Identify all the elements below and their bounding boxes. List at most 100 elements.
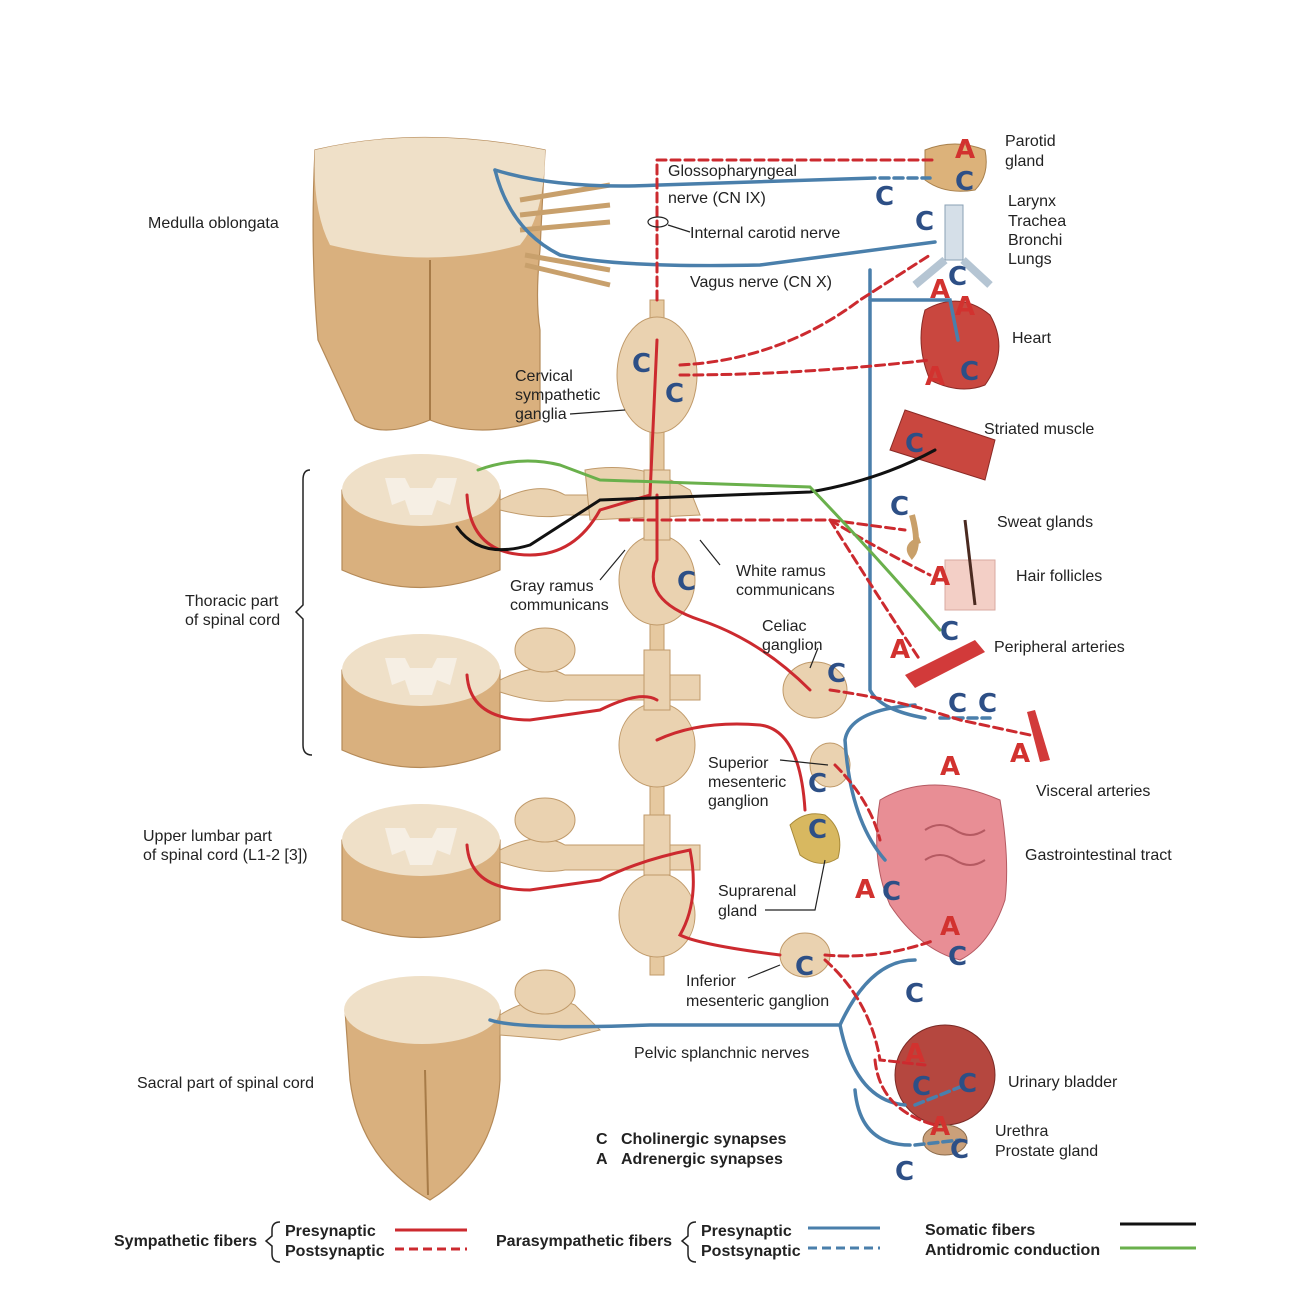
label-white-1: White ramus xyxy=(736,563,826,580)
label-striated: Striated muscle xyxy=(984,421,1094,438)
label-cervical-3: ganglia xyxy=(515,406,567,423)
synapse-a: A xyxy=(930,275,950,305)
label-celiac-2: ganglion xyxy=(762,637,823,654)
synapse-a: A xyxy=(905,1039,925,1069)
label-gi: Gastrointestinal tract xyxy=(1025,847,1172,864)
synapse-c: C xyxy=(978,689,997,719)
label-heart: Heart xyxy=(1012,330,1052,347)
label-sup-mes-3: ganglion xyxy=(708,793,769,810)
label-internal-carotid: Internal carotid nerve xyxy=(690,225,840,242)
synapse-a: A xyxy=(955,135,975,165)
label-prostate: Prostate gland xyxy=(995,1143,1098,1160)
label-inf-mes-2: mesenteric ganglion xyxy=(686,993,829,1010)
label-parotid-2: gland xyxy=(1005,153,1044,170)
synapse-c: C xyxy=(808,815,827,845)
label-lungs: Lungs xyxy=(1008,251,1052,268)
suprarenal-gland xyxy=(789,813,841,864)
label-vagus: Vagus nerve (CN X) xyxy=(690,274,832,291)
synapse-c: C xyxy=(882,877,901,907)
legend-symp-post: Postsynaptic xyxy=(285,1243,385,1260)
synapse-a: A xyxy=(925,362,945,392)
label-thoracic-2: of spinal cord xyxy=(185,612,280,629)
synapse-a: A xyxy=(1010,739,1030,769)
synapse-key: C Cholinergic synapses A Adrenergic syna… xyxy=(596,1131,786,1168)
label-gray-2: communicans xyxy=(510,597,609,614)
sympathetic-presynaptic-fibers xyxy=(465,338,812,957)
synapse-a: A xyxy=(940,752,960,782)
legend-parasympathetic: Parasympathetic fibers xyxy=(496,1233,672,1250)
somatic-fibers xyxy=(455,448,937,552)
sympathetic-postsynaptic-fibers xyxy=(618,158,1032,1127)
label-peripheral: Peripheral arteries xyxy=(994,639,1125,656)
thoracic-segment-1 xyxy=(341,454,701,588)
synapse-c: C xyxy=(795,952,814,982)
label-medulla: Medulla oblongata xyxy=(148,215,279,232)
label-visceral: Visceral arteries xyxy=(1036,783,1150,800)
synapse-a: A xyxy=(930,562,950,592)
legend-symp-pre: Presynaptic xyxy=(285,1223,376,1240)
label-white-2: communicans xyxy=(736,582,835,599)
visceral-artery-organ xyxy=(1027,710,1050,762)
label-sup-mes-2: mesenteric xyxy=(708,774,786,791)
label-suprarenal-2: gland xyxy=(718,903,757,920)
label-celiac-1: Celiac xyxy=(762,618,806,635)
synapse-a: A xyxy=(930,1112,950,1142)
label-urethra: Urethra xyxy=(995,1123,1048,1140)
synapse-a: A xyxy=(890,635,910,665)
heart-organ xyxy=(920,300,1000,390)
parotid-gland xyxy=(924,143,987,192)
peripheral-artery-organ xyxy=(905,640,985,688)
synapse-a: A xyxy=(955,292,975,322)
label-inf-mes-1: Inferior xyxy=(686,973,736,990)
label-larynx: Larynx xyxy=(1008,193,1056,210)
fiber-legend: Sympathetic fibers Presynaptic Postsynap… xyxy=(114,1221,1196,1263)
label-suprarenal-1: Suprarenal xyxy=(718,883,796,900)
superior-mesenteric-ganglion xyxy=(809,742,851,788)
synapse-c: C xyxy=(895,1157,914,1187)
label-parotid-1: Parotid xyxy=(1005,133,1056,150)
key-c-letter: C xyxy=(596,1131,608,1148)
antidromic-fibers xyxy=(476,459,942,632)
striated-muscle-organ xyxy=(889,409,996,481)
label-sweat: Sweat glands xyxy=(997,514,1093,531)
label-thoracic-1: Thoracic part xyxy=(185,593,279,610)
legend-somatic: Somatic fibers xyxy=(925,1222,1035,1239)
label-bronchi: Bronchi xyxy=(1008,232,1062,249)
anatomy-labels: Medulla oblongata Thoracic part of spina… xyxy=(137,133,1172,1160)
label-sacral: Sacral part of spinal cord xyxy=(137,1075,314,1092)
synapse-c: C xyxy=(875,182,894,212)
thoracic-brace xyxy=(294,469,313,756)
sweat-gland-organ xyxy=(906,514,922,561)
label-glosso-2: nerve (CN IX) xyxy=(668,190,766,207)
synapse-a: A xyxy=(940,912,960,942)
legend-antidromic: Antidromic conduction xyxy=(925,1242,1100,1259)
synapse-c: C xyxy=(912,1072,931,1102)
medulla-oblongata xyxy=(312,136,611,431)
synapse-c: C xyxy=(808,769,827,799)
synapse-c: C xyxy=(955,167,974,197)
label-sup-mes-1: Superior xyxy=(708,755,769,772)
synapse-markers: C C A C C A A A C C C C C A C A C C C C … xyxy=(632,135,1030,1187)
key-a-letter: A xyxy=(596,1151,608,1168)
synapse-c: C xyxy=(960,357,979,387)
label-lumbar-2: of spinal cord (L1-2 [3]) xyxy=(143,847,308,864)
synapse-c: C xyxy=(632,349,651,379)
synapse-c: C xyxy=(827,659,846,689)
legend-sympathetic: Sympathetic fibers xyxy=(114,1233,257,1250)
hair-follicle-organ xyxy=(944,519,996,611)
synapse-c: C xyxy=(950,1135,969,1165)
synapse-c: C xyxy=(905,979,924,1009)
label-bladder: Urinary bladder xyxy=(1008,1074,1118,1091)
sympathetic-trunk xyxy=(616,299,698,976)
synapse-c: C xyxy=(890,492,909,522)
label-hair: Hair follicles xyxy=(1016,568,1102,585)
label-gray-1: Gray ramus xyxy=(510,578,594,595)
synapse-c: C xyxy=(940,617,959,647)
synapse-c: C xyxy=(958,1069,977,1099)
sacral-segment xyxy=(344,969,601,1201)
synapse-c: C xyxy=(905,429,924,459)
parasympathetic-postsynaptic-fibers xyxy=(878,176,992,1147)
synapse-c: C xyxy=(915,207,934,237)
synapse-a: A xyxy=(855,875,875,905)
